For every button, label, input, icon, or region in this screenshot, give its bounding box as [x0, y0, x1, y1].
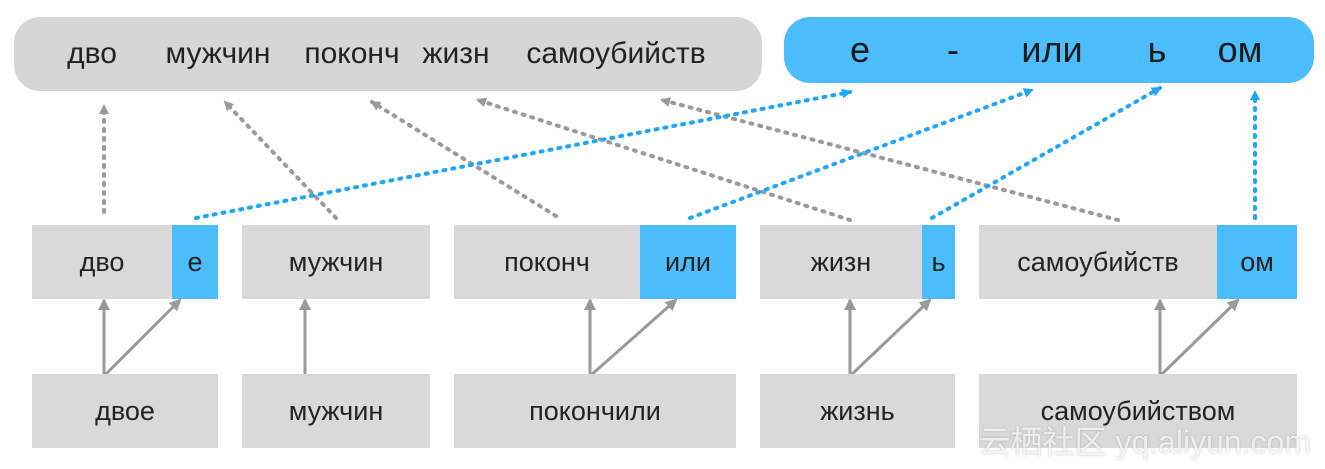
dotted-arrow-suffix-ili [688, 88, 1034, 220]
dotted-arrow-stem-muzhchin [223, 100, 338, 220]
top-stem-zhizn: жизн [422, 37, 490, 70]
watermark: 云栖社区 yq.aliyun.com [978, 424, 1311, 460]
top-suffix-soft-sign: ь [1147, 29, 1167, 70]
solid-arrow-dvoe-suffix [102, 298, 182, 378]
split-stem-zhizn: жизн [760, 225, 922, 299]
stems-summary-pill: дво мужчин поконч жизн самоубийств [14, 17, 762, 91]
dotted-arrow-stem-samoubiystv [660, 97, 1120, 222]
split-suffix-soft-sign: ь [922, 225, 955, 299]
dotted-arrow-stem-pokonch [370, 100, 558, 218]
solid-arrow-pokonchili-suffix [589, 298, 678, 378]
top-stem-samoubiystv: самоубийств [526, 37, 706, 70]
split-stem-samoubiystv: самоубийств [979, 225, 1217, 299]
split-stem-muzhchin: мужчин [242, 225, 430, 299]
source-word-dvoe: двое [32, 374, 218, 448]
dotted-arrow-suffix-e [194, 88, 852, 220]
source-word-samoubiystvom: самоубийством [979, 374, 1297, 448]
split-suffix-om: ом [1217, 225, 1297, 299]
split-stem-dvo: дво [32, 225, 172, 299]
source-word-muzhchin: мужчин [242, 374, 430, 448]
dotted-arrow-stem-zhizn [476, 97, 852, 222]
source-word-pokonchili: покончили [454, 374, 736, 448]
top-suffix-ili: или [1021, 29, 1083, 70]
split-stem-pokonch: поконч [454, 225, 640, 299]
top-suffix-om: ом [1217, 29, 1263, 70]
top-stem-dvo: дво [67, 37, 117, 70]
split-suffix-ili: или [640, 225, 736, 299]
solid-arrow-zhizn-suffix [848, 298, 932, 378]
top-stem-pokonch: поконч [304, 37, 400, 70]
source-word-zhizn: жизнь [760, 374, 955, 448]
top-suffix-e: е [849, 29, 871, 70]
dotted-arrow-suffix-soft-sign [930, 86, 1162, 220]
top-stem-muzhchin: мужчин [165, 37, 271, 70]
split-suffix-e: е [172, 225, 218, 299]
solid-arrow-samoubiystvom-suffix [1158, 298, 1240, 378]
top-suffix-dash: - [947, 29, 959, 70]
suffixes-summary-pill: е - или ь ом [784, 17, 1314, 83]
